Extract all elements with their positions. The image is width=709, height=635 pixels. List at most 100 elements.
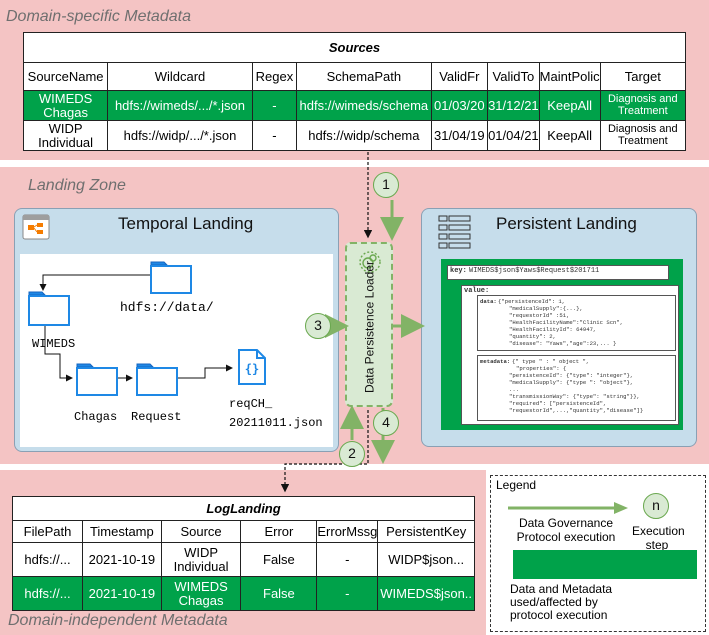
sources-cell: - — [251, 90, 298, 121]
sources-cell: 01/03/20 — [430, 90, 489, 121]
sources-cell: KeepAll — [538, 120, 601, 151]
loglanding-cell: - — [316, 576, 379, 611]
execution-step-3: 3 — [305, 313, 331, 339]
loglanding-cell: - — [316, 542, 379, 577]
sources-cell: Diagnosis and Treatment — [599, 120, 687, 151]
sources-cell: hdfs://widp/schema — [296, 120, 432, 151]
loglanding-table: LogLanding FilePath Timestamp Source Err… — [12, 496, 475, 611]
file-name-line2: 20211011.json — [229, 416, 323, 430]
sources-table: Sources SourceName Wildcard Regex Schema… — [22, 32, 687, 151]
sources-header: Target — [599, 62, 687, 91]
sources-header: ValidTo — [487, 62, 540, 91]
loglanding-header: PersistentKey — [377, 520, 475, 543]
loglanding-cell: False — [240, 542, 318, 577]
loglanding-cell: hdfs://... — [12, 576, 83, 611]
key-label: key: — [450, 267, 467, 275]
loglanding-cell: WIMEDS$json.. — [377, 576, 475, 611]
metadata-line: "properties": { — [516, 365, 567, 372]
domain-specific-title: Domain-specific Metadata — [6, 8, 191, 25]
temporal-landing-title: Temporal Landing — [118, 214, 254, 233]
legend-green-text: Data and Metadata used/affected by proto… — [510, 582, 613, 622]
loglanding-table-title: LogLanding — [12, 496, 475, 521]
sources-header: MaintPolic — [538, 62, 601, 91]
loglanding-header: ErrorMssg — [316, 520, 379, 543]
key-field — [447, 265, 669, 280]
sources-cell: Diagnosis and Treatment — [599, 90, 687, 121]
metadata-line: {" type " : " object ", — [512, 358, 590, 365]
loader-gears-icon — [359, 251, 381, 273]
json-file-glyph: {} — [244, 362, 260, 376]
sources-cell: KeepAll — [538, 90, 601, 121]
data-line: "requestorId" :51, — [509, 312, 570, 319]
sources-cell: WIMEDS Chagas — [22, 90, 109, 121]
key-value: WIMEDS$json$Yaws$Request$201711 — [469, 267, 600, 275]
execution-step-2: 2 — [339, 441, 365, 467]
legend-arrow-text: Data Governance Protocol execution — [516, 516, 616, 544]
sources-cell: WIDP Individual — [22, 120, 109, 151]
loglanding-header: Timestamp — [82, 520, 162, 543]
metadata-label: metadata: — [480, 358, 511, 365]
loglanding-cell: 2021-10-19 — [82, 542, 162, 577]
loglanding-cell: WIMEDS Chagas — [160, 576, 242, 611]
persistent-landing-title: Persistent Landing — [496, 214, 637, 233]
sources-cell: hdfs://widp/.../*.json — [107, 120, 253, 151]
folder-icon — [136, 363, 178, 396]
legend-green-swatch — [513, 550, 697, 579]
folder-label-wimeds: WIMEDS — [32, 337, 76, 351]
sources-row: WIMEDS Chagas hdfs://wimeds/.../*.json -… — [22, 90, 687, 121]
data-line: "HealthFacilityName":"Clinic Scn", — [509, 319, 624, 326]
data-line: "disease": "Yaws","age":23,... } — [509, 340, 617, 347]
metadata-field — [477, 355, 676, 421]
metadata-line: "transmissionWay": {"type": "string"}}, — [509, 393, 640, 400]
folder-label-chagas: Chagas — [74, 410, 118, 424]
data-line: "HealthFacilityId": 64947, — [509, 326, 597, 333]
metadata-line: "medicalSupply": {"type ": "object"}, — [509, 379, 634, 386]
metadata-line: "persistenceId": {"type": "integer"}, — [509, 372, 634, 379]
metadata-line: ... — [509, 386, 520, 393]
legend-green-arrow — [508, 502, 628, 514]
key-value-list-icon — [438, 215, 471, 249]
data-line: "quantity": 2, — [509, 333, 556, 340]
loglanding-header: FilePath — [12, 520, 83, 543]
landing-zone-title: Landing Zone — [28, 177, 126, 194]
window-app-icon — [22, 214, 50, 240]
folder-label-request: Request — [131, 410, 182, 424]
file-name-line1: reqCH_ — [229, 397, 273, 411]
loglanding-row: hdfs://... 2021-10-19 WIDP Individual Fa… — [12, 542, 475, 577]
sources-cell: 31/12/21 — [487, 90, 540, 121]
sources-cell: - — [251, 120, 298, 151]
folder-icon — [76, 363, 118, 396]
legend-step-circle: n — [643, 493, 669, 519]
loglanding-cell: 2021-10-19 — [82, 576, 162, 611]
sources-header: SourceName — [22, 62, 109, 91]
metadata-line: "required": ["persistenceId", — [509, 400, 607, 407]
value-label: value: — [464, 287, 490, 295]
loglanding-cell: hdfs://... — [12, 542, 83, 577]
folder-icon — [150, 261, 192, 294]
sources-header: Wildcard — [107, 62, 253, 91]
legend-circle-text: Execution step — [632, 524, 685, 552]
data-line: "medicalSupply":{...}, — [509, 305, 583, 312]
sources-cell: 31/04/19 — [430, 120, 489, 151]
loglanding-cell: WIDP Individual — [160, 542, 242, 577]
loglanding-cell: False — [240, 576, 318, 611]
domain-independent-title: Domain-independent Metadata — [8, 612, 228, 629]
json-file-icon — [238, 349, 266, 385]
execution-step-4: 4 — [373, 410, 399, 436]
sources-table-title: Sources — [23, 32, 686, 63]
loglanding-header: Source — [160, 520, 242, 543]
loglanding-row: hdfs://... 2021-10-19 WIMEDS Chagas Fals… — [12, 576, 475, 611]
data-field — [477, 295, 676, 351]
metadata-line: "requestorId",...,"quantity","disease"]} — [509, 407, 644, 414]
data-label: data: — [480, 298, 497, 305]
sources-cell: hdfs://wimeds/schema — [296, 90, 432, 121]
execution-step-1: 1 — [373, 172, 399, 198]
sources-header: SchemaPath — [296, 62, 432, 91]
legend-title: Legend — [496, 478, 537, 492]
sources-row: WIDP Individual hdfs://widp/.../*.json -… — [22, 120, 687, 151]
data-line: {"persistenceId": 1, — [498, 298, 566, 305]
sources-header: ValidFr — [430, 62, 489, 91]
loglanding-cell: WIDP$json... — [377, 542, 475, 577]
sources-cell: 01/04/21 — [487, 120, 540, 151]
